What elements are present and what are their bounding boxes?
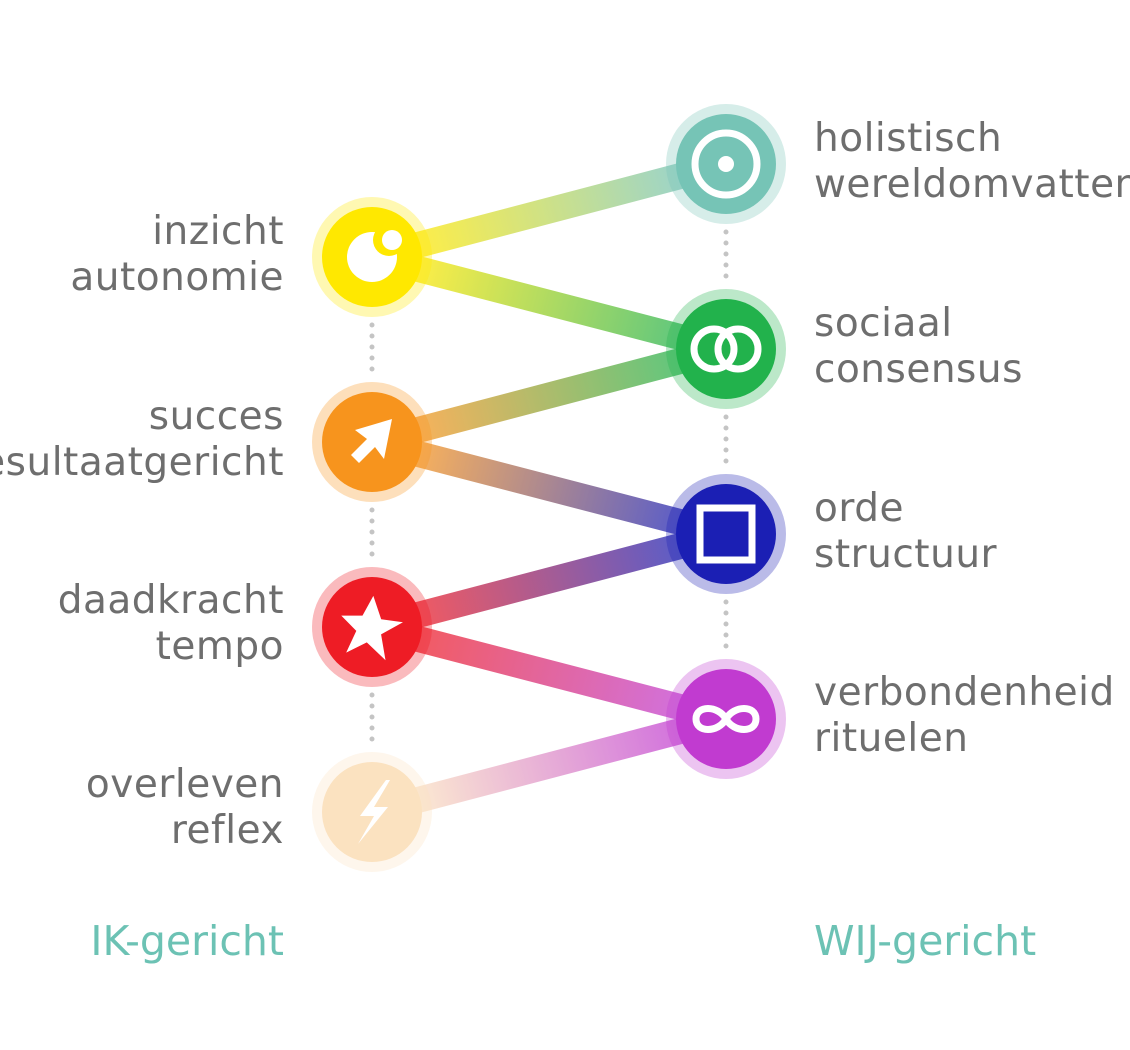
label-purple: verbondenheid rituelen bbox=[814, 670, 1115, 762]
label-line: overleven bbox=[85, 762, 284, 807]
label-red: daadkracht tempo bbox=[58, 578, 284, 670]
label-yellow: inzicht autonomie bbox=[70, 209, 284, 301]
connector-red-purple bbox=[359, 614, 739, 732]
ik-gericht-footer: IK-gericht bbox=[90, 917, 284, 965]
dotted-links bbox=[369, 229, 729, 747]
moon-icon bbox=[347, 224, 405, 282]
label-beige: overleven reflex bbox=[86, 762, 284, 854]
label-turquoise: holistisch wereldomvattend bbox=[814, 116, 1130, 208]
label-green: sociaal consensus bbox=[814, 301, 1023, 393]
node-red bbox=[312, 567, 432, 687]
label-line: inzicht bbox=[152, 209, 284, 254]
label-line: autonomie bbox=[70, 255, 284, 300]
label-line: rituelen bbox=[814, 716, 969, 761]
label-line: daadkracht bbox=[57, 578, 284, 623]
linked-rings-icon bbox=[690, 325, 762, 373]
target-icon bbox=[691, 129, 761, 199]
label-line: reflex bbox=[170, 808, 284, 853]
label-orange: succes resultaatgericht bbox=[0, 394, 284, 486]
label-blue: orde structuur bbox=[814, 486, 997, 578]
label-line: consensus bbox=[814, 347, 1023, 392]
square-icon bbox=[696, 504, 756, 564]
star-icon bbox=[341, 595, 403, 661]
label-line: orde bbox=[814, 486, 904, 531]
node-green bbox=[666, 289, 786, 409]
connector-beige-purple bbox=[359, 706, 739, 825]
label-line: tempo bbox=[155, 624, 284, 669]
label-line: structuur bbox=[814, 532, 998, 577]
connector-orange-green bbox=[359, 336, 739, 455]
connector-yellow-green bbox=[359, 244, 739, 362]
label-line: resultaatgericht bbox=[0, 440, 284, 485]
infinity-icon bbox=[692, 705, 760, 733]
connector-red-blue bbox=[359, 521, 739, 640]
node-turquoise bbox=[666, 104, 786, 224]
connectors bbox=[359, 151, 739, 825]
node-beige bbox=[312, 752, 432, 872]
label-line: wereldomvattend bbox=[814, 162, 1130, 207]
label-line: holistisch bbox=[814, 116, 1003, 161]
node-yellow bbox=[312, 197, 432, 317]
arrow-cursor-icon bbox=[351, 419, 392, 463]
label-line: sociaal bbox=[814, 301, 953, 346]
nodes bbox=[312, 104, 786, 872]
node-blue bbox=[666, 474, 786, 594]
node-orange bbox=[312, 382, 432, 502]
label-line: verbondenheid bbox=[814, 670, 1115, 715]
connector-yellow-turquoise bbox=[359, 151, 739, 270]
connector-orange-blue bbox=[359, 429, 739, 547]
lightning-icon bbox=[358, 780, 390, 844]
wij-gericht-footer: WIJ-gericht bbox=[814, 917, 1037, 965]
node-purple bbox=[666, 659, 786, 779]
label-line: succes bbox=[148, 394, 284, 439]
